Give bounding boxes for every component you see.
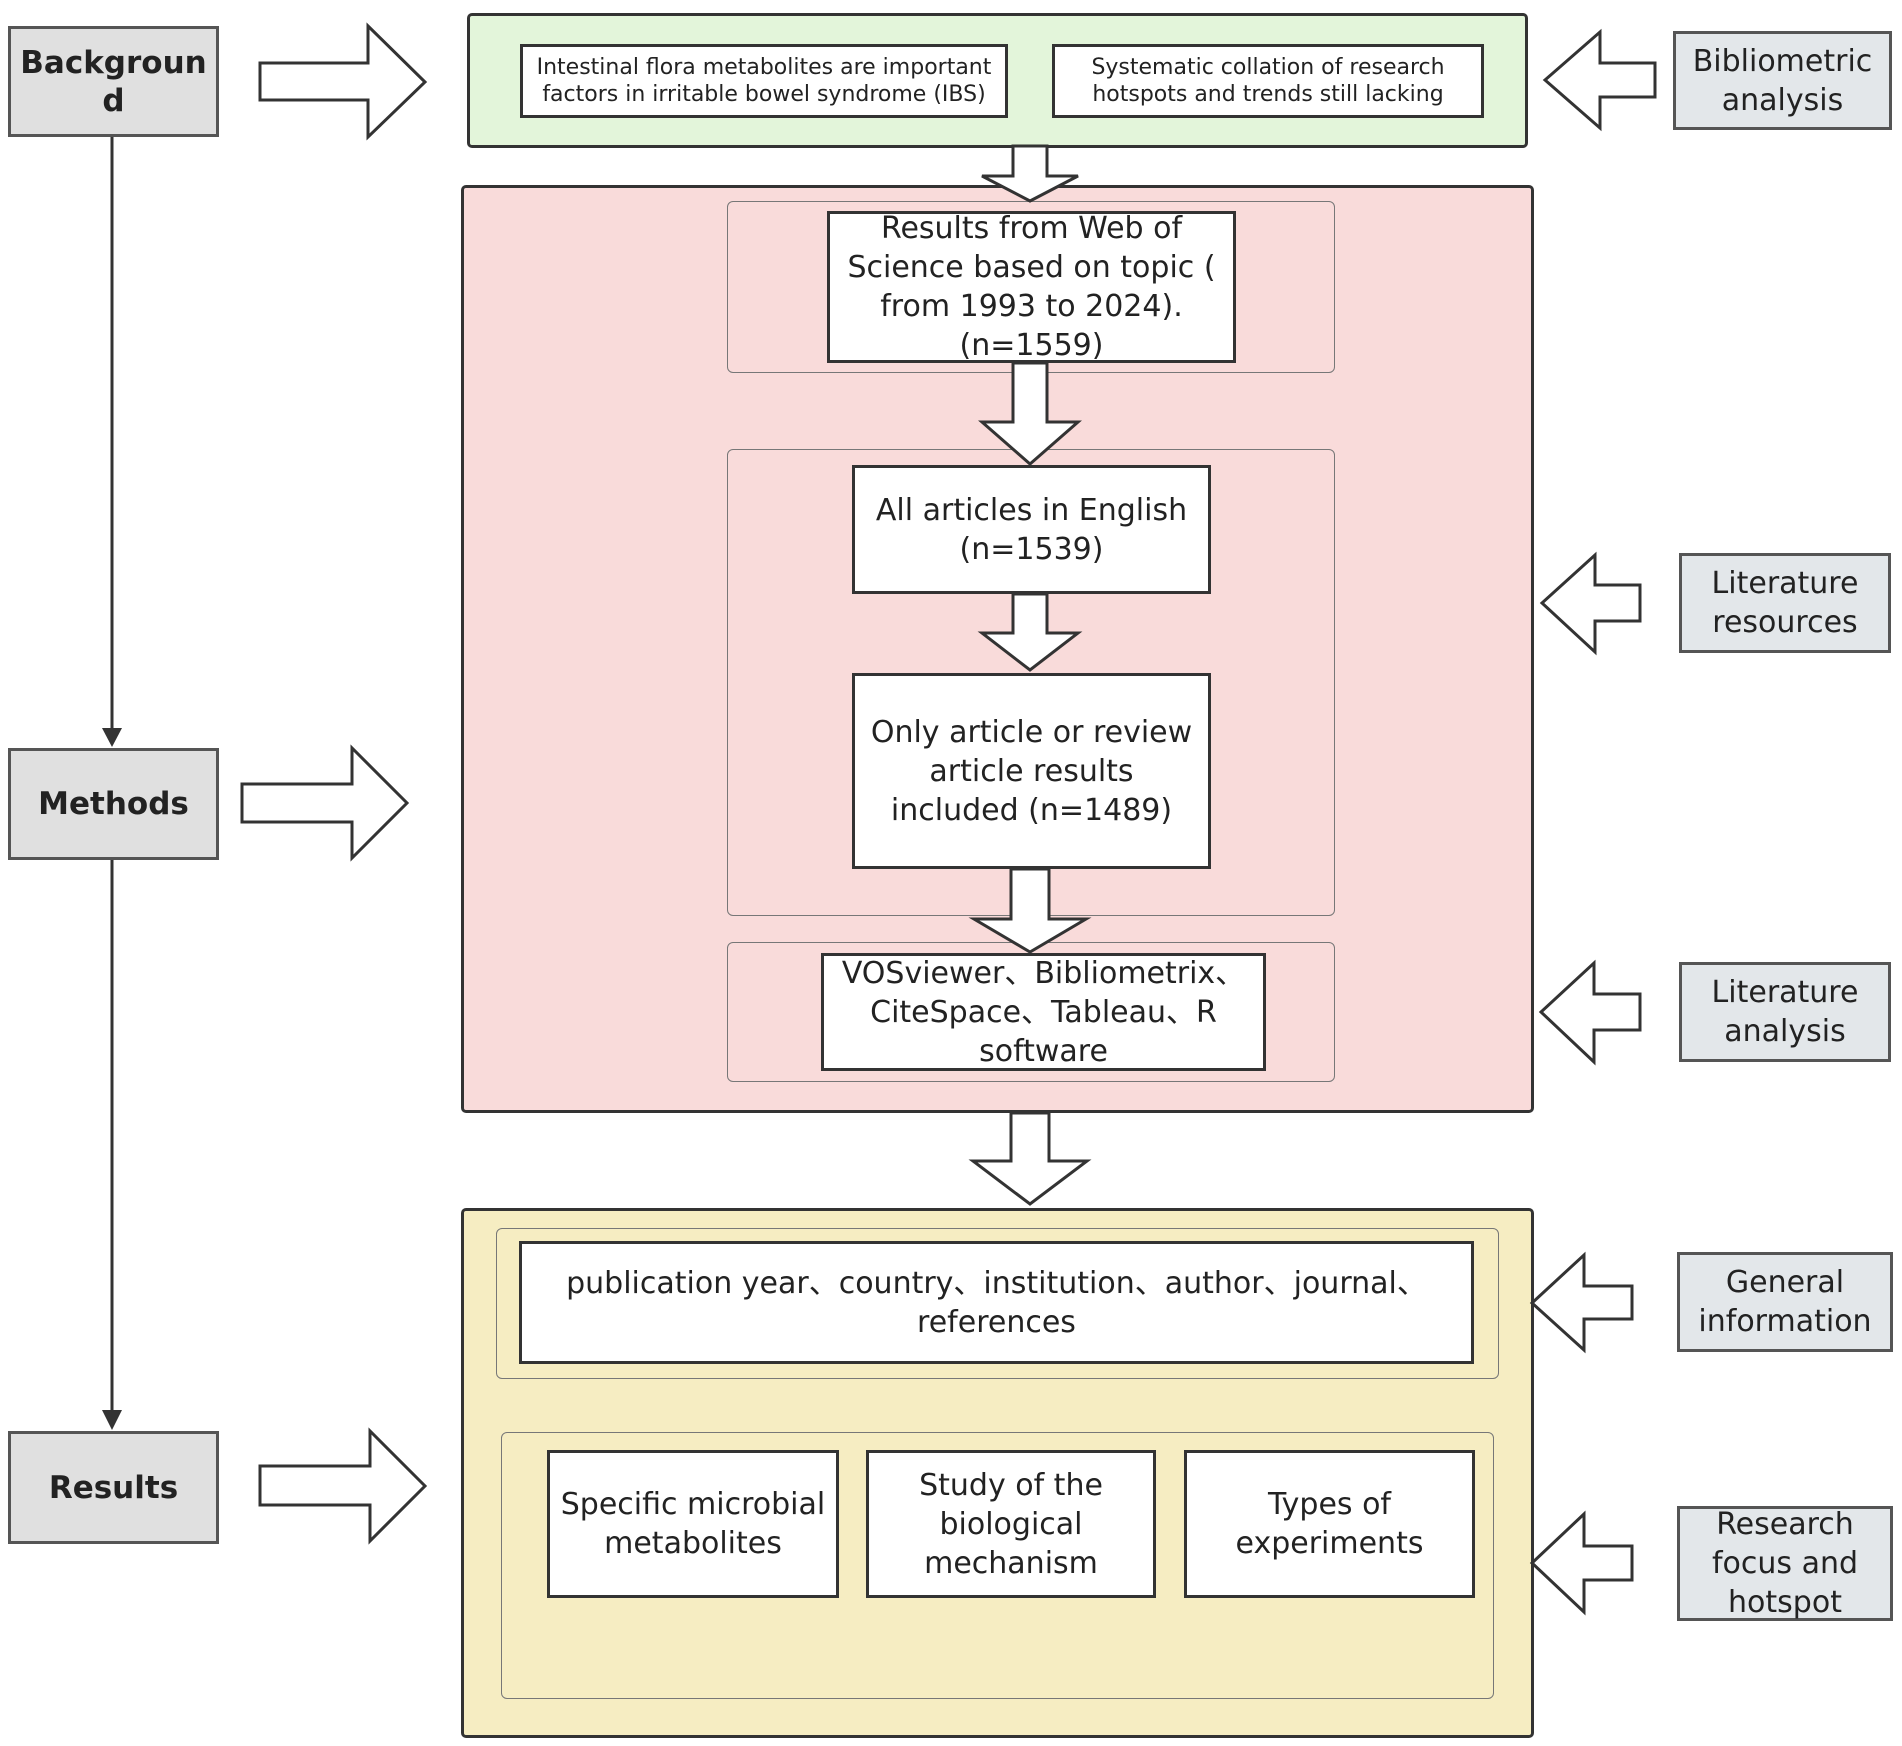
methods-right-arrow xyxy=(240,744,410,862)
side-label-general-information: General information xyxy=(1677,1252,1893,1352)
methods-to-results-down-arrow xyxy=(968,1111,1092,1206)
research-gap-box: Systematic collation of research hotspot… xyxy=(1052,44,1484,118)
mechanism-box: Study of the biological mechanism xyxy=(866,1450,1156,1598)
english-articles-box: All articles in English (n=1539) xyxy=(852,465,1211,594)
background-to-methods-arrowhead xyxy=(102,728,122,747)
stage-results: Results xyxy=(8,1431,219,1544)
general-information-left-arrow xyxy=(1529,1251,1634,1354)
background-right-arrow xyxy=(258,22,428,141)
background-to-methods-down-arrow xyxy=(981,144,1079,203)
literature-analysis-left-arrow xyxy=(1538,959,1642,1066)
general-info-box: publication year、country、institution、aut… xyxy=(519,1241,1474,1364)
article-type-box: Only article or review article results i… xyxy=(852,673,1211,869)
metabolites-box: Specific microbial metabolites xyxy=(547,1450,839,1598)
english-to-type-down-arrow xyxy=(977,592,1083,672)
results-right-arrow xyxy=(258,1427,428,1545)
literature-resources-left-arrow xyxy=(1539,551,1642,656)
ibs-metabolites-box: Intestinal flora metabolites are importa… xyxy=(520,44,1008,118)
research-focus-left-arrow xyxy=(1529,1510,1634,1616)
side-label-literature-analysis: Literature analysis xyxy=(1679,962,1891,1062)
side-label-research-focus: Research focus and hotspot xyxy=(1677,1506,1893,1621)
type-to-software-down-arrow xyxy=(968,867,1092,954)
side-label-bibliometric: Bibliometric analysis xyxy=(1673,31,1892,130)
hotspot-group-frame xyxy=(501,1432,1494,1699)
experiments-box: Types of experiments xyxy=(1184,1450,1475,1598)
software-box: VOSviewer、Bibliometrix、CiteSpace、Tableau… xyxy=(821,953,1266,1071)
bibliometric-left-arrow xyxy=(1542,28,1657,132)
methods-to-results-arrowhead xyxy=(102,1410,122,1430)
general-group-frame xyxy=(496,1228,1499,1379)
wos-to-english-down-arrow xyxy=(978,361,1082,466)
stage-background: Backgroun d xyxy=(8,26,219,137)
stage-methods: Methods xyxy=(8,748,219,860)
side-label-literature-resources: Literature resources xyxy=(1679,553,1891,653)
wos-results-box: Results from Web of Science based on top… xyxy=(827,211,1236,363)
